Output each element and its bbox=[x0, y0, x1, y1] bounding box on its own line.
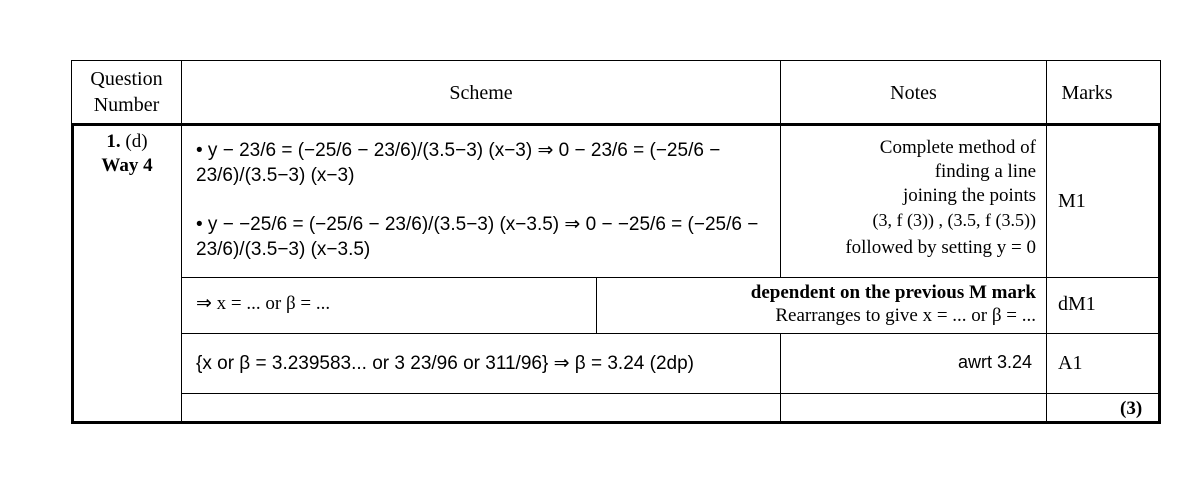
col-divider bbox=[596, 277, 597, 333]
thick-border bbox=[71, 123, 1161, 424]
header-notes: Notes bbox=[890, 82, 937, 104]
note-line: (3, f (3)) , (3.5, f (3.5)) bbox=[872, 210, 1036, 230]
note-line: finding a line bbox=[934, 161, 1036, 182]
header-question-number: Question Number bbox=[90, 68, 163, 116]
mark-row-2: dM1 bbox=[1058, 293, 1096, 315]
question-way: Way 4 bbox=[101, 155, 153, 176]
question-number: 1. bbox=[106, 131, 121, 152]
row-divider bbox=[181, 333, 1158, 334]
table-border bbox=[71, 60, 72, 124]
note-line: followed by setting y = 0 bbox=[845, 237, 1036, 258]
mark-row-1: M1 bbox=[1058, 190, 1086, 212]
col-divider bbox=[780, 333, 781, 422]
note-line: Complete method of bbox=[879, 137, 1036, 158]
note-line: Rearranges to give x = ... or β = ... bbox=[775, 305, 1036, 326]
notes-row-2: dependent on the previous M mark Rearran… bbox=[600, 281, 1036, 327]
question-part: (d) bbox=[125, 131, 148, 152]
mark-row-3: A1 bbox=[1058, 352, 1083, 374]
notes-row-3: awrt 3.24 bbox=[957, 352, 1032, 372]
header-marks: Marks bbox=[1061, 82, 1113, 104]
scheme-row-2: ⇒ x = ... or β = ... bbox=[196, 293, 331, 314]
col-divider bbox=[181, 60, 182, 422]
col-divider bbox=[1046, 60, 1047, 422]
question-label: 1. (d) Way 4 bbox=[82, 130, 172, 178]
col-divider bbox=[780, 60, 781, 277]
scheme-row-3: {x or β = 3.239583... or 3 23/96 or 311/… bbox=[196, 353, 694, 374]
note-bold: dependent on the previous M mark bbox=[750, 282, 1036, 303]
total-marks: (3) bbox=[1120, 398, 1143, 419]
row-divider bbox=[181, 277, 1158, 278]
scheme-line-2: • y − −25/6 = (−25/6 − 23/6)/(3.5−3) (x−… bbox=[196, 214, 759, 260]
table-border bbox=[1160, 60, 1161, 124]
notes-row-1: Complete method of finding a line joinin… bbox=[790, 136, 1036, 260]
table-border bbox=[71, 60, 1161, 61]
row-divider bbox=[181, 393, 1158, 394]
header-scheme: Scheme bbox=[449, 82, 513, 104]
note-line: joining the points bbox=[903, 185, 1036, 206]
scheme-line-1: • y − 23/6 = (−25/6 − 23/6)/(3.5−3) (x−3… bbox=[196, 140, 721, 186]
